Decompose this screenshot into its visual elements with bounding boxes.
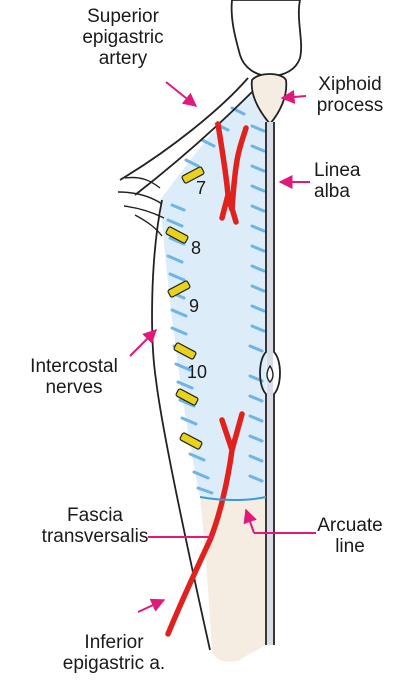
nerve-number-10: 10: [187, 362, 208, 382]
arcuate-line: [199, 496, 267, 501]
superior-epigastric-artery: [215, 121, 249, 225]
label-superior-epigastric-artery: Superior epigastric artery: [82, 6, 164, 69]
sternum: [230, 0, 303, 77]
intercostal-nerves: [165, 166, 205, 450]
nerve-number-9: 9: [189, 296, 200, 316]
leader-lines: [129, 81, 316, 613]
label-xiphoid-process: Xiphoid process: [316, 74, 384, 116]
label-arcuate-line: Arcuate line: [317, 515, 383, 557]
linea-alba-fill: [267, 122, 273, 645]
nerve-number-8: 8: [191, 238, 202, 258]
lower-fascia-region: [200, 497, 266, 662]
inferior-epigastric-artery: [165, 411, 245, 637]
label-intercostal-nerves: Intercostal nerves: [30, 356, 118, 398]
linea-alba: [259, 122, 281, 645]
label-fascia-transversalis: Fascia transversalis: [41, 505, 149, 547]
nerve-number-7: 7: [196, 178, 207, 198]
costal-margin: [119, 77, 253, 651]
label-inferior-epigastric: Inferior epigastric a.: [62, 632, 166, 674]
label-linea-alba: Linea alba: [314, 160, 361, 202]
hatch-right: [248, 124, 266, 483]
intercostal-nerve-strands: [117, 176, 165, 237]
